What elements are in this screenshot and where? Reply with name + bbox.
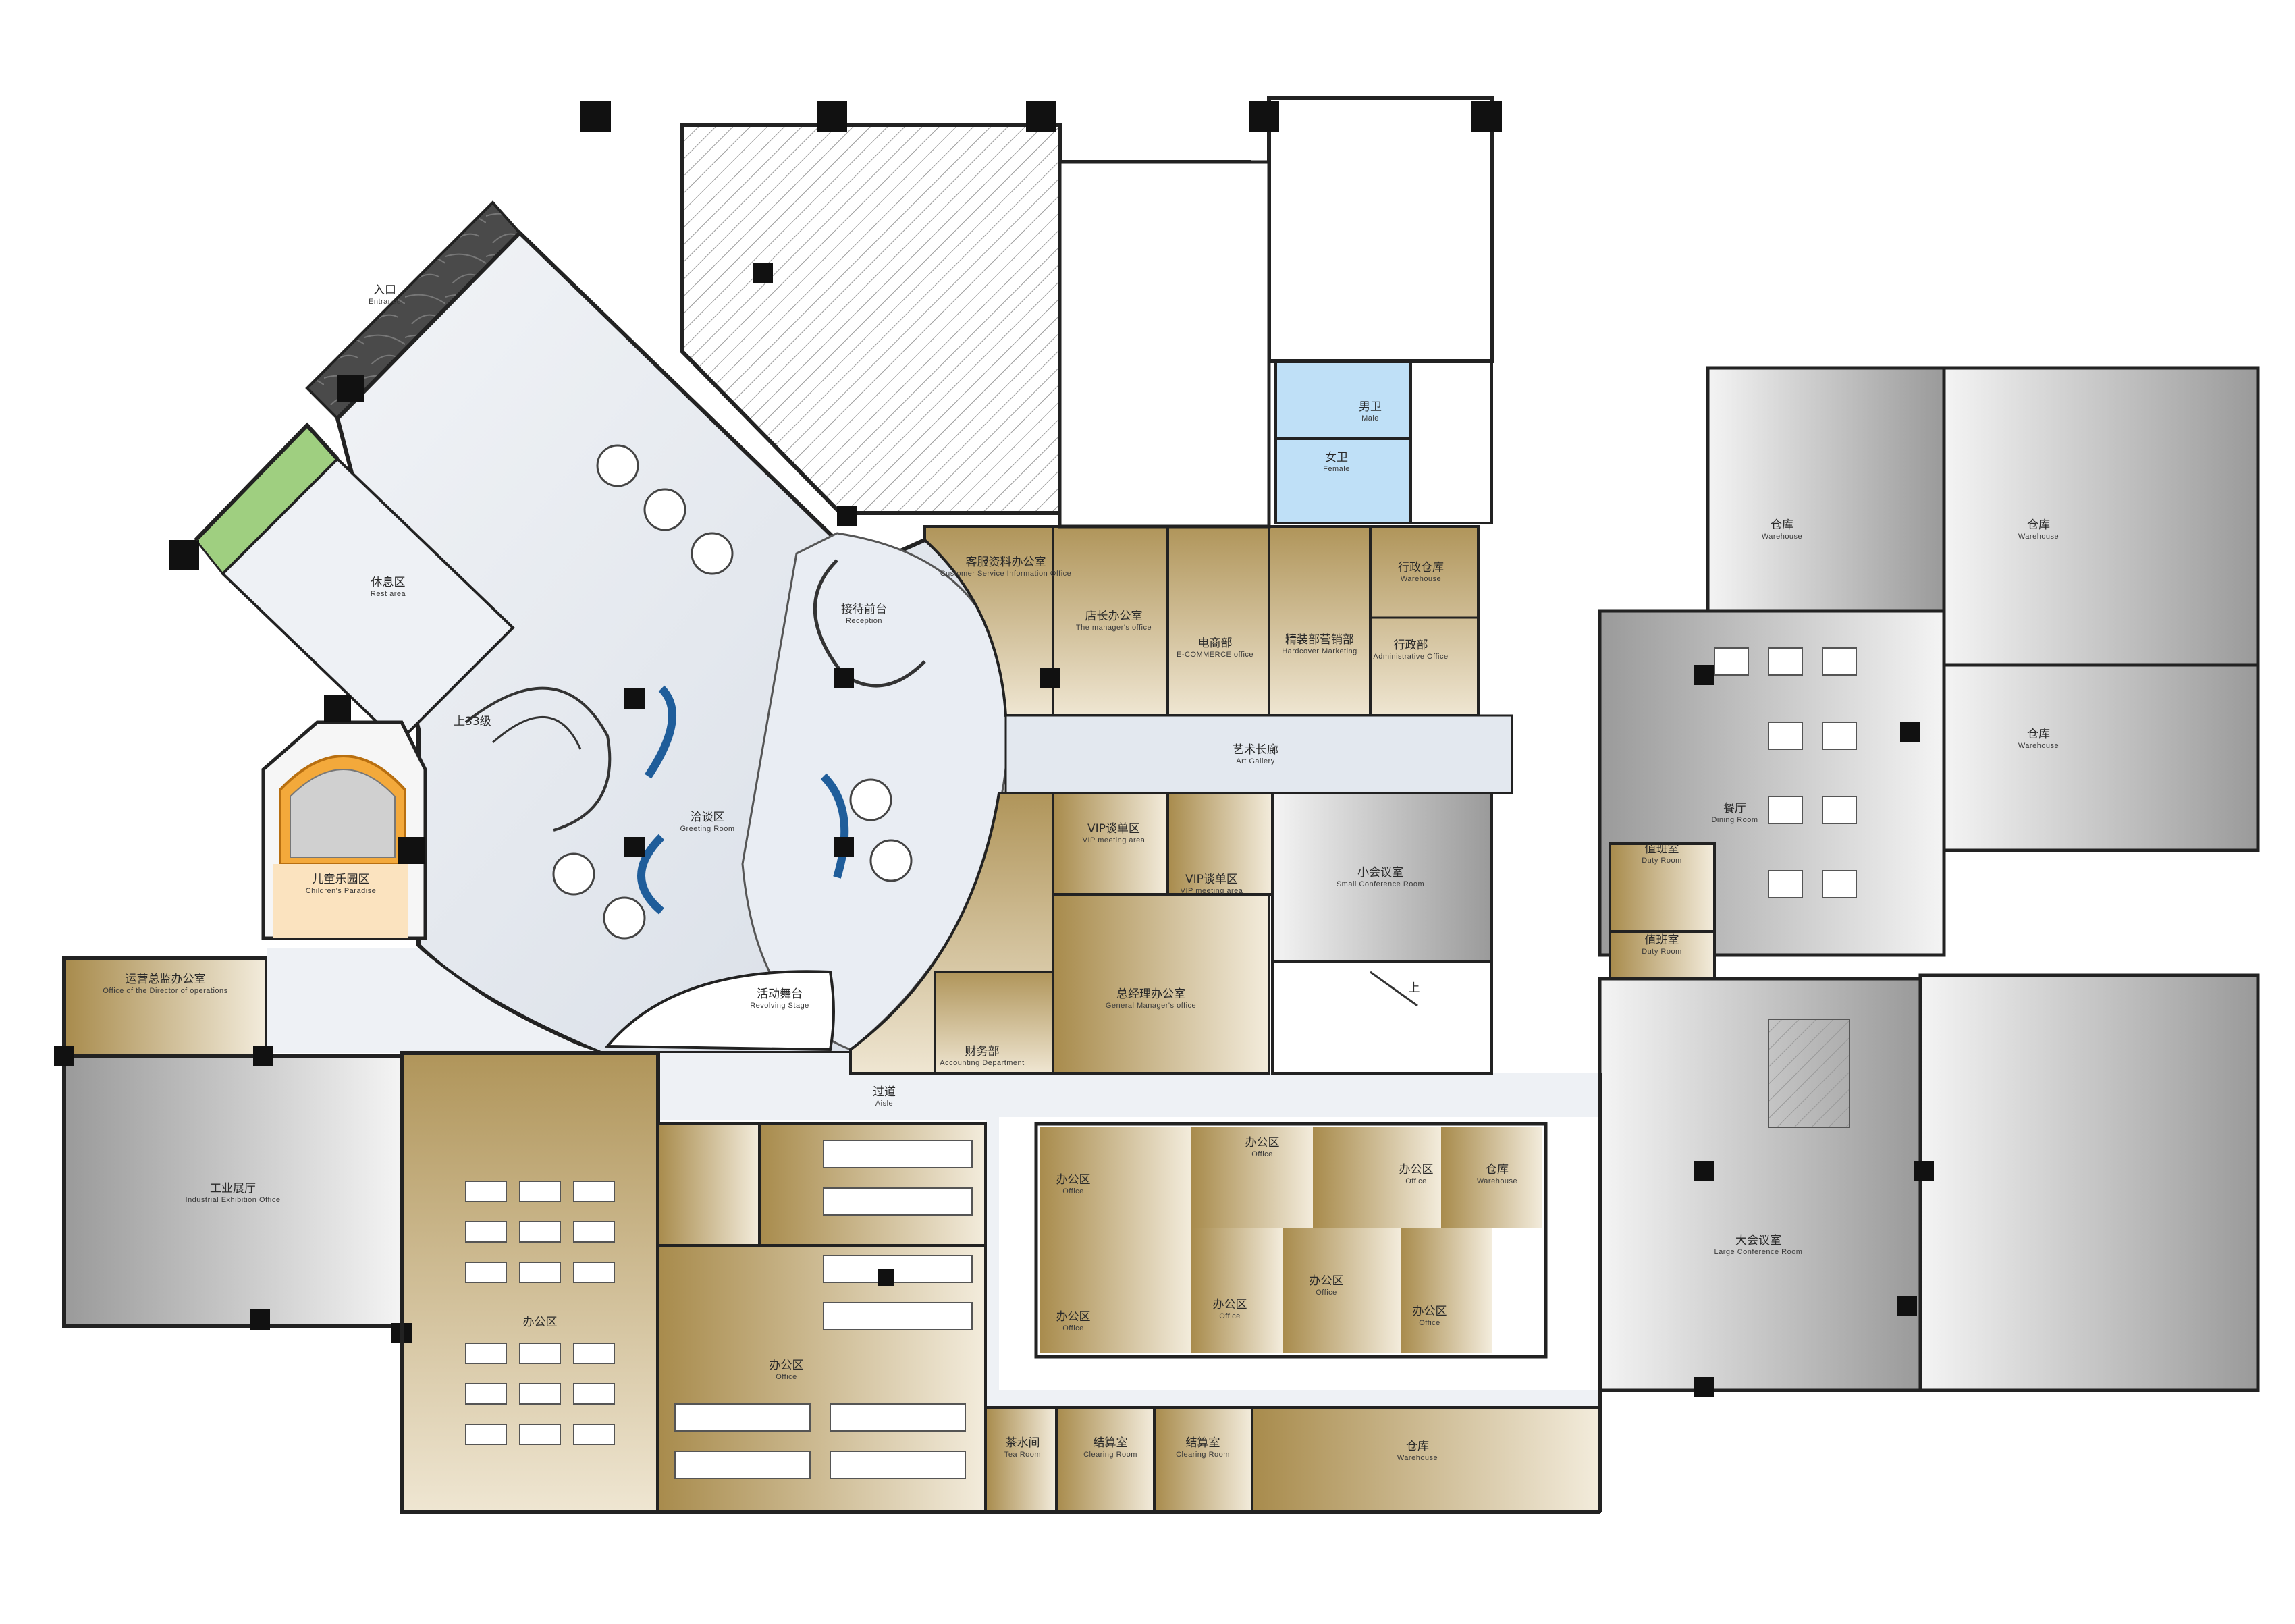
label-stair: 上33级 [454,715,491,729]
label-up: 上 [1408,981,1420,996]
label-office-big1: 办公区 [522,1316,558,1330]
